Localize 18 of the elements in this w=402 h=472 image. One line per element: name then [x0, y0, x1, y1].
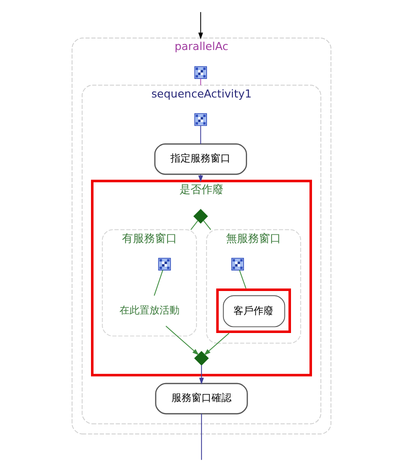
node-box: 客戶作廢	[216, 288, 290, 334]
node-diamond	[192, 208, 208, 224]
arrow	[164, 326, 199, 356]
arrow	[198, 364, 204, 385]
arrow	[203, 332, 229, 356]
connector	[200, 125, 201, 144]
node-diamond	[194, 350, 208, 366]
connector	[190, 220, 198, 230]
node-box: 指定服務窗口	[154, 143, 247, 175]
node-box: 服務窗口確認	[154, 382, 248, 414]
connector	[238, 270, 246, 289]
arrow	[198, 174, 203, 182]
node-text: 在此置放活動	[118, 305, 179, 316]
connector	[200, 78, 201, 86]
connector	[202, 220, 211, 230]
arrow	[198, 12, 203, 40]
connector	[153, 270, 163, 296]
connector	[200, 413, 202, 460]
